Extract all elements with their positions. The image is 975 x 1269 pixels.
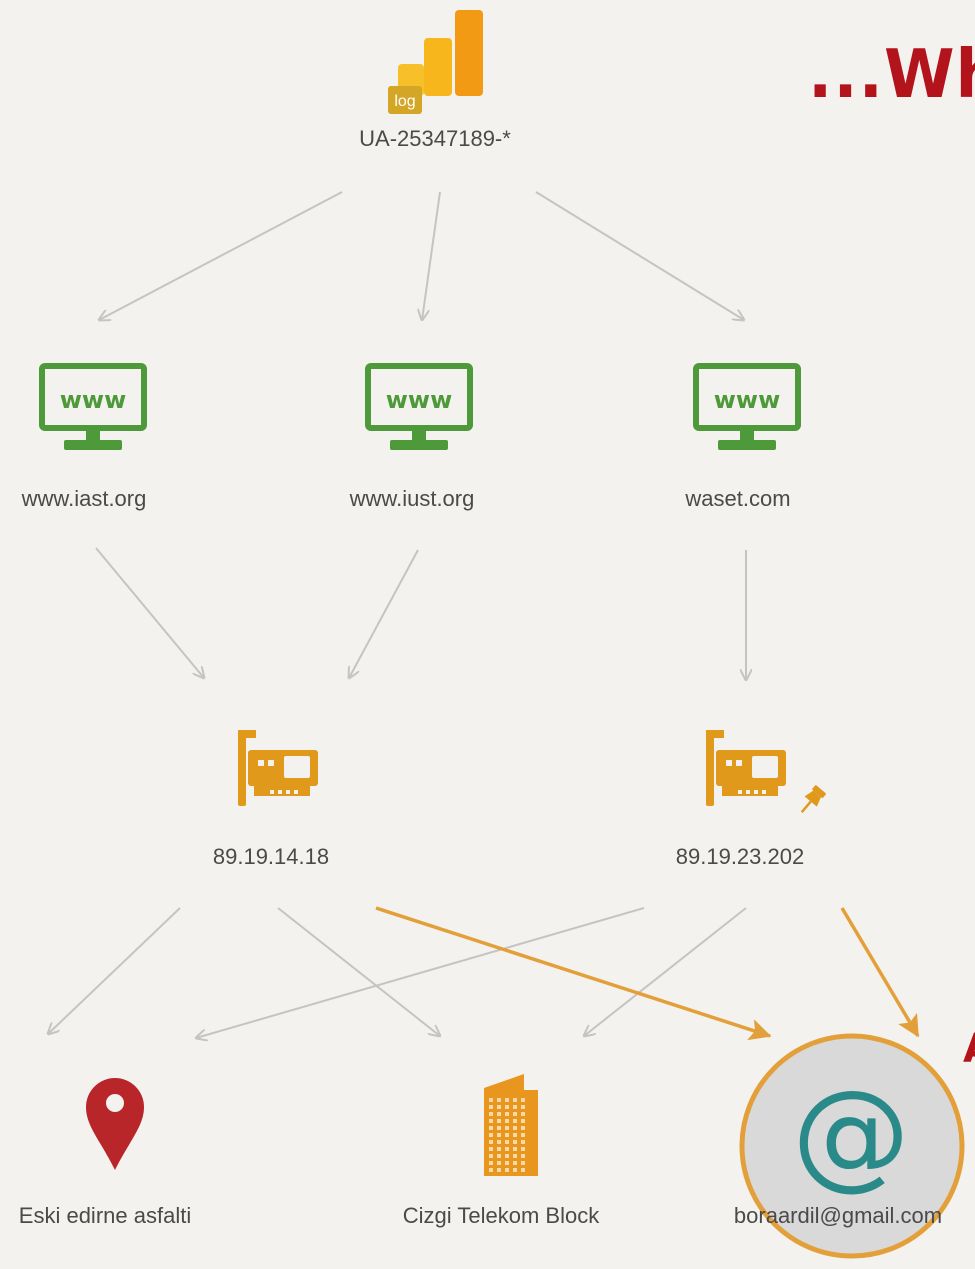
edge-analytics-iast (99, 191, 343, 320)
label-analytics-id: UA-25347189-* (359, 126, 511, 151)
label-location: Eski edirne asfalti (18, 1203, 192, 1228)
network-card-icon[interactable] (706, 730, 786, 806)
edge-ip1-location (48, 907, 181, 1034)
www-screen-text: www (714, 386, 781, 414)
partial-glyph: A (963, 1026, 975, 1072)
network-card-icon[interactable] (238, 730, 318, 806)
edge-analytics-iust (422, 191, 441, 320)
label-ip-2: 89.19.23.202 (675, 844, 805, 869)
edge-iust-ip1 (349, 549, 419, 678)
banner-title: ...Wh (808, 36, 975, 114)
edge-ip2-location (196, 907, 645, 1038)
email-node[interactable]: @ (739, 1033, 965, 1259)
pushpin-icon[interactable] (796, 784, 828, 817)
www-screen-text: www (386, 386, 453, 414)
www-monitor-icon[interactable]: www (39, 363, 147, 450)
label-site-iust: www.iust.org (349, 486, 475, 511)
map-pin-icon[interactable] (86, 1078, 144, 1170)
building-icon[interactable] (484, 1074, 538, 1176)
label-company: Cizgi Telekom Block (402, 1203, 600, 1228)
edge-ip2-company (584, 907, 747, 1036)
edge-ip2-email (840, 907, 920, 1038)
edge-iast-ip1 (95, 547, 204, 678)
log-badge: log (394, 93, 415, 110)
www-monitor-icon[interactable]: www (365, 363, 473, 450)
label-ip-1: 89.19.14.18 (212, 844, 330, 869)
at-sign-icon: @ (792, 1064, 910, 1202)
www-monitor-icon[interactable]: www (693, 363, 801, 450)
label-site-waset: waset.com (685, 486, 791, 511)
edge-ip1-company (277, 907, 440, 1036)
label-site-iast: www.iast.org (21, 486, 147, 511)
edge-analytics-waset (535, 191, 744, 320)
google-analytics-icon[interactable]: log (388, 10, 483, 114)
edge-ip1-email (375, 906, 772, 1041)
www-screen-text: www (60, 386, 127, 414)
label-email: boraardil@gmail.com (733, 1203, 943, 1228)
